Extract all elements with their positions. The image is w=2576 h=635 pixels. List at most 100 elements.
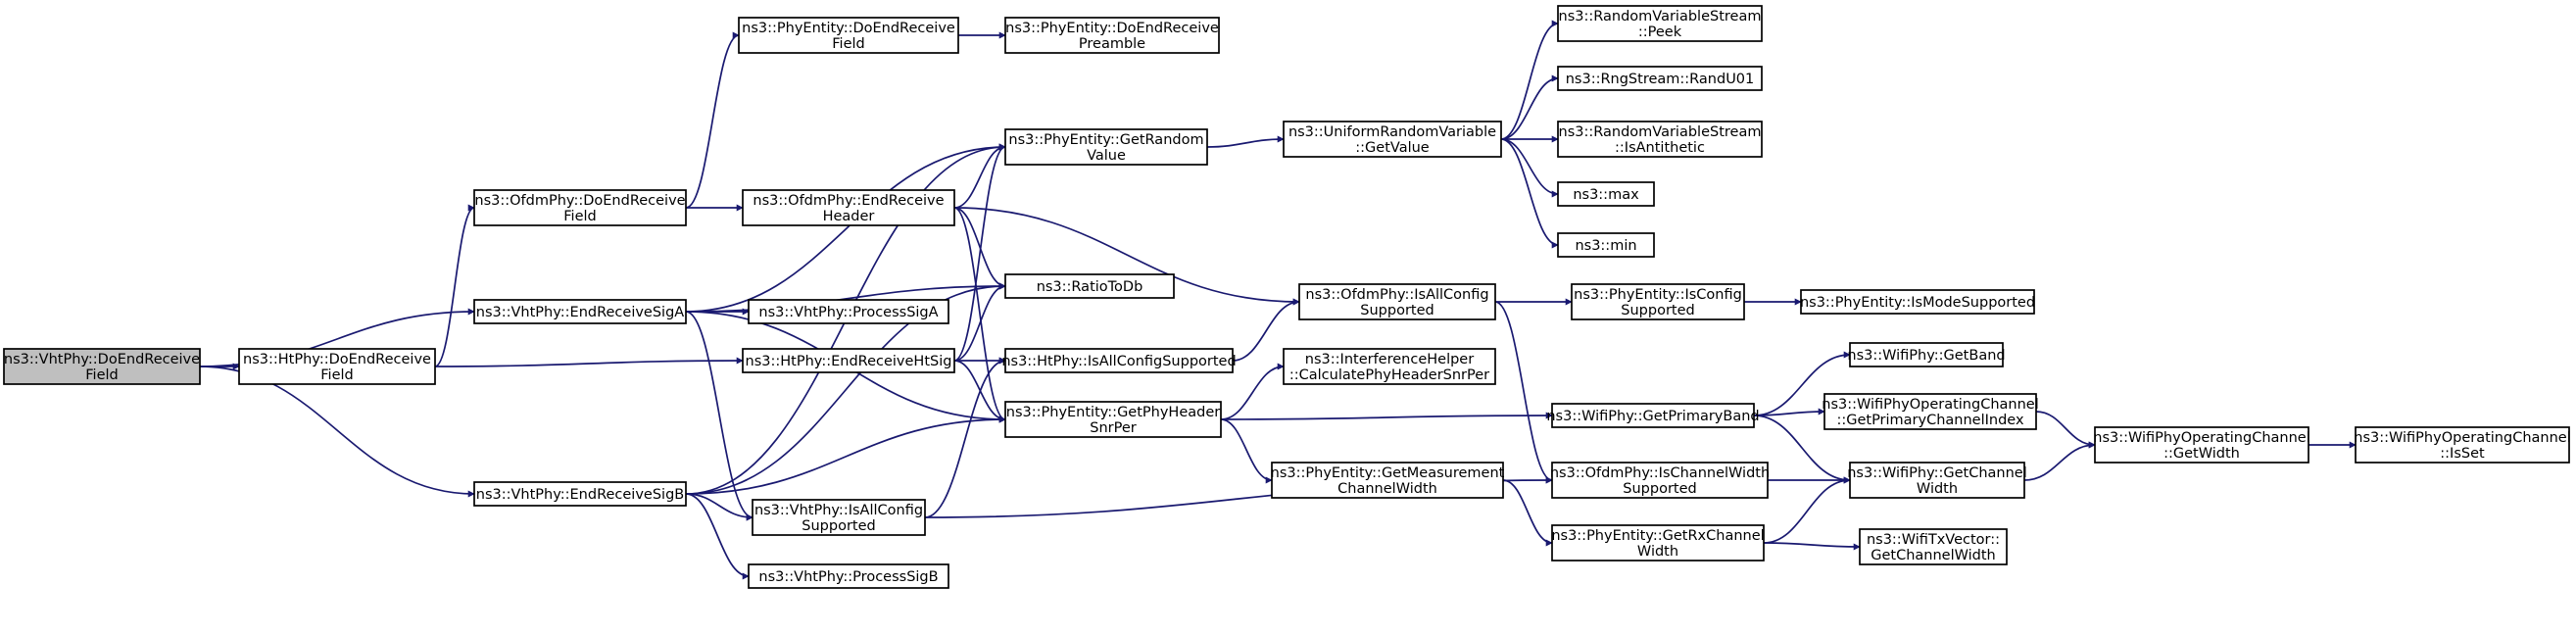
graph-node-n33[interactable]: ns3::WifiTxVector::GetChannelWidth (1859, 528, 2008, 565)
node-box (752, 499, 926, 536)
node-label-line: Width (1637, 544, 1678, 560)
node-label-line: Header (823, 209, 875, 224)
graph-node-n10[interactable]: ns3::VhtPhy::ProcessSigB (748, 563, 949, 589)
edge-n3-to-n15 (685, 415, 1006, 495)
node-label-line: ns3::max (1573, 187, 1639, 203)
node-label-line: Field (320, 367, 353, 383)
graph-node-n9[interactable]: ns3::VhtPhy::IsAllConfigSupported (752, 499, 926, 536)
graph-node-n29[interactable]: ns3::PhyEntity::IsModeSupported (1800, 289, 2035, 315)
graph-node-n16[interactable]: ns3::UniformRandomVariable::GetValue (1283, 121, 1502, 158)
node-box (742, 189, 955, 226)
edge-n7-to-n17 (953, 207, 1300, 306)
edge-n15-to-n18 (1220, 363, 1285, 420)
node-label-line: GetChannelWidth (1871, 548, 1996, 563)
graph-node-n22[interactable]: ns3::RandomVariableStream::IsAntithetic (1557, 121, 1763, 158)
node-label-line: ns3::OfdmPhy::IsChannelWidth (1550, 465, 1770, 481)
graph-node-n8[interactable]: ns3::VhtPhy::ProcessSigA (748, 299, 949, 324)
edge-n7-to-n12 (953, 143, 1006, 209)
node-label-line: ns3::PhyEntity::DoEndReceive (742, 21, 955, 36)
node-label-line: Preamble (1079, 36, 1145, 52)
node-box (1551, 462, 1769, 499)
graph-node-n23[interactable]: ns3::max (1557, 181, 1655, 207)
node-label-line: ns3::PhyEntity::IsModeSupported (1800, 295, 2035, 311)
node-label-line: ::IsAntithetic (1615, 140, 1705, 156)
node-box (1859, 528, 2008, 565)
node-label-line: ::IsSet (2440, 446, 2485, 462)
graph-node-n21[interactable]: ns3::RngStream::RandU01 (1557, 66, 1763, 91)
node-label-line: Supported (1623, 481, 1696, 497)
node-label-line: ns3::RatioToDb (1037, 279, 1143, 295)
graph-node-n31[interactable]: ns3::WifiPhyOperatingChannel::GetPrimary… (1822, 393, 2039, 430)
node-label-line: ns3::RandomVariableStream (1559, 9, 1762, 24)
edge-n16-to-n21 (1500, 74, 1559, 140)
graph-node-n13[interactable]: ns3::RatioToDb (1004, 273, 1175, 299)
node-label-line: ns3::WifiPhy::GetBand (1847, 348, 2005, 364)
graph-node-n20[interactable]: ns3::RandomVariableStream::Peek (1557, 5, 1763, 42)
graph-node-n35[interactable]: ns3::WifiPhyOperatingChannel::IsSet (2354, 426, 2571, 464)
node-label-line: ns3::UniformRandomVariable (1288, 124, 1496, 140)
node-box (1557, 181, 1655, 207)
node-label-line: Field (832, 36, 864, 52)
node-box (1849, 342, 2004, 367)
edge-n16-to-n20 (1500, 20, 1559, 140)
graph-node-n18[interactable]: ns3::InterferenceHelper::CalculatePhyHea… (1283, 348, 1496, 385)
edge-n3-to-n13 (685, 282, 1006, 495)
node-box (1557, 121, 1763, 158)
node-label-line: ns3::OfdmPhy::EndReceive (753, 193, 944, 209)
edge-n19-to-n28 (1502, 479, 1553, 547)
graph-node-n14[interactable]: ns3::HtPhy::IsAllConfigSupported (1001, 348, 1237, 373)
node-box (1551, 403, 1755, 428)
graph-node-n3[interactable]: ns3::VhtPhy::EndReceiveSigB (473, 481, 687, 507)
node-label-line: ::Peek (1638, 24, 1682, 40)
graph-node-n2[interactable]: ns3::VhtPhy::EndReceiveSigA (473, 299, 687, 324)
edge-n28-to-n33 (1763, 542, 1861, 551)
edge-n1-to-n5 (434, 357, 744, 367)
graph-node-n26[interactable]: ns3::WifiPhy::GetPrimaryBand (1546, 403, 1760, 428)
edge-n26-to-n30 (1753, 351, 1851, 416)
node-label-line: ns3::WifiPhyOperatingChannel (2354, 430, 2570, 446)
node-box (1283, 348, 1496, 385)
node-box (1557, 232, 1655, 258)
node-label-line: Field (85, 367, 118, 383)
graph-node-n32[interactable]: ns3::WifiPhy::GetChannelWidth (1847, 462, 2027, 499)
edge-n4-to-n6 (685, 31, 740, 209)
graph-node-n24[interactable]: ns3::min (1557, 232, 1655, 258)
graph-node-n19[interactable]: ns3::PhyEntity::GetMeasurementChannelWid… (1271, 462, 1505, 499)
node-box (3, 348, 201, 385)
node-box (1557, 5, 1763, 42)
node-box (1849, 462, 2025, 499)
edge-n7-to-n13 (953, 207, 1006, 290)
node-label-line: ns3::PhyEntity::GetPhyHeader (1006, 405, 1220, 420)
graph-node-n17[interactable]: ns3::OfdmPhy::IsAllConfigSupported (1298, 283, 1496, 320)
node-label-line: ns3::OfdmPhy::IsAllConfig (1305, 287, 1488, 303)
graph-node-n5[interactable]: ns3::HtPhy::EndReceiveHtSig (742, 348, 955, 373)
node-label-line: ns3::HtPhy::EndReceiveHtSig (746, 354, 952, 369)
edge-n5-to-n13 (953, 282, 1006, 362)
edge-n0-to-n3 (199, 366, 475, 498)
edge-n15-to-n26 (1220, 412, 1553, 420)
edge-n2-to-n13 (685, 282, 1006, 313)
edge-n15-to-n19 (1220, 418, 1273, 484)
edge-n2-to-n9 (685, 311, 753, 521)
node-box (473, 481, 687, 507)
node-box (742, 348, 955, 373)
graph-node-n34[interactable]: ns3::WifiPhyOperatingChannel::GetWidth (2093, 426, 2310, 464)
node-label-line: ns3::OfdmPhy::DoEndReceive (474, 193, 685, 209)
graph-node-n30[interactable]: ns3::WifiPhy::GetBand (1847, 342, 2006, 367)
node-box (1571, 283, 1745, 320)
edge-n32-to-n34 (2023, 441, 2096, 481)
node-label-line: ns3::WifiPhyOperatingChannel (1822, 397, 2038, 413)
node-box (2094, 426, 2309, 464)
